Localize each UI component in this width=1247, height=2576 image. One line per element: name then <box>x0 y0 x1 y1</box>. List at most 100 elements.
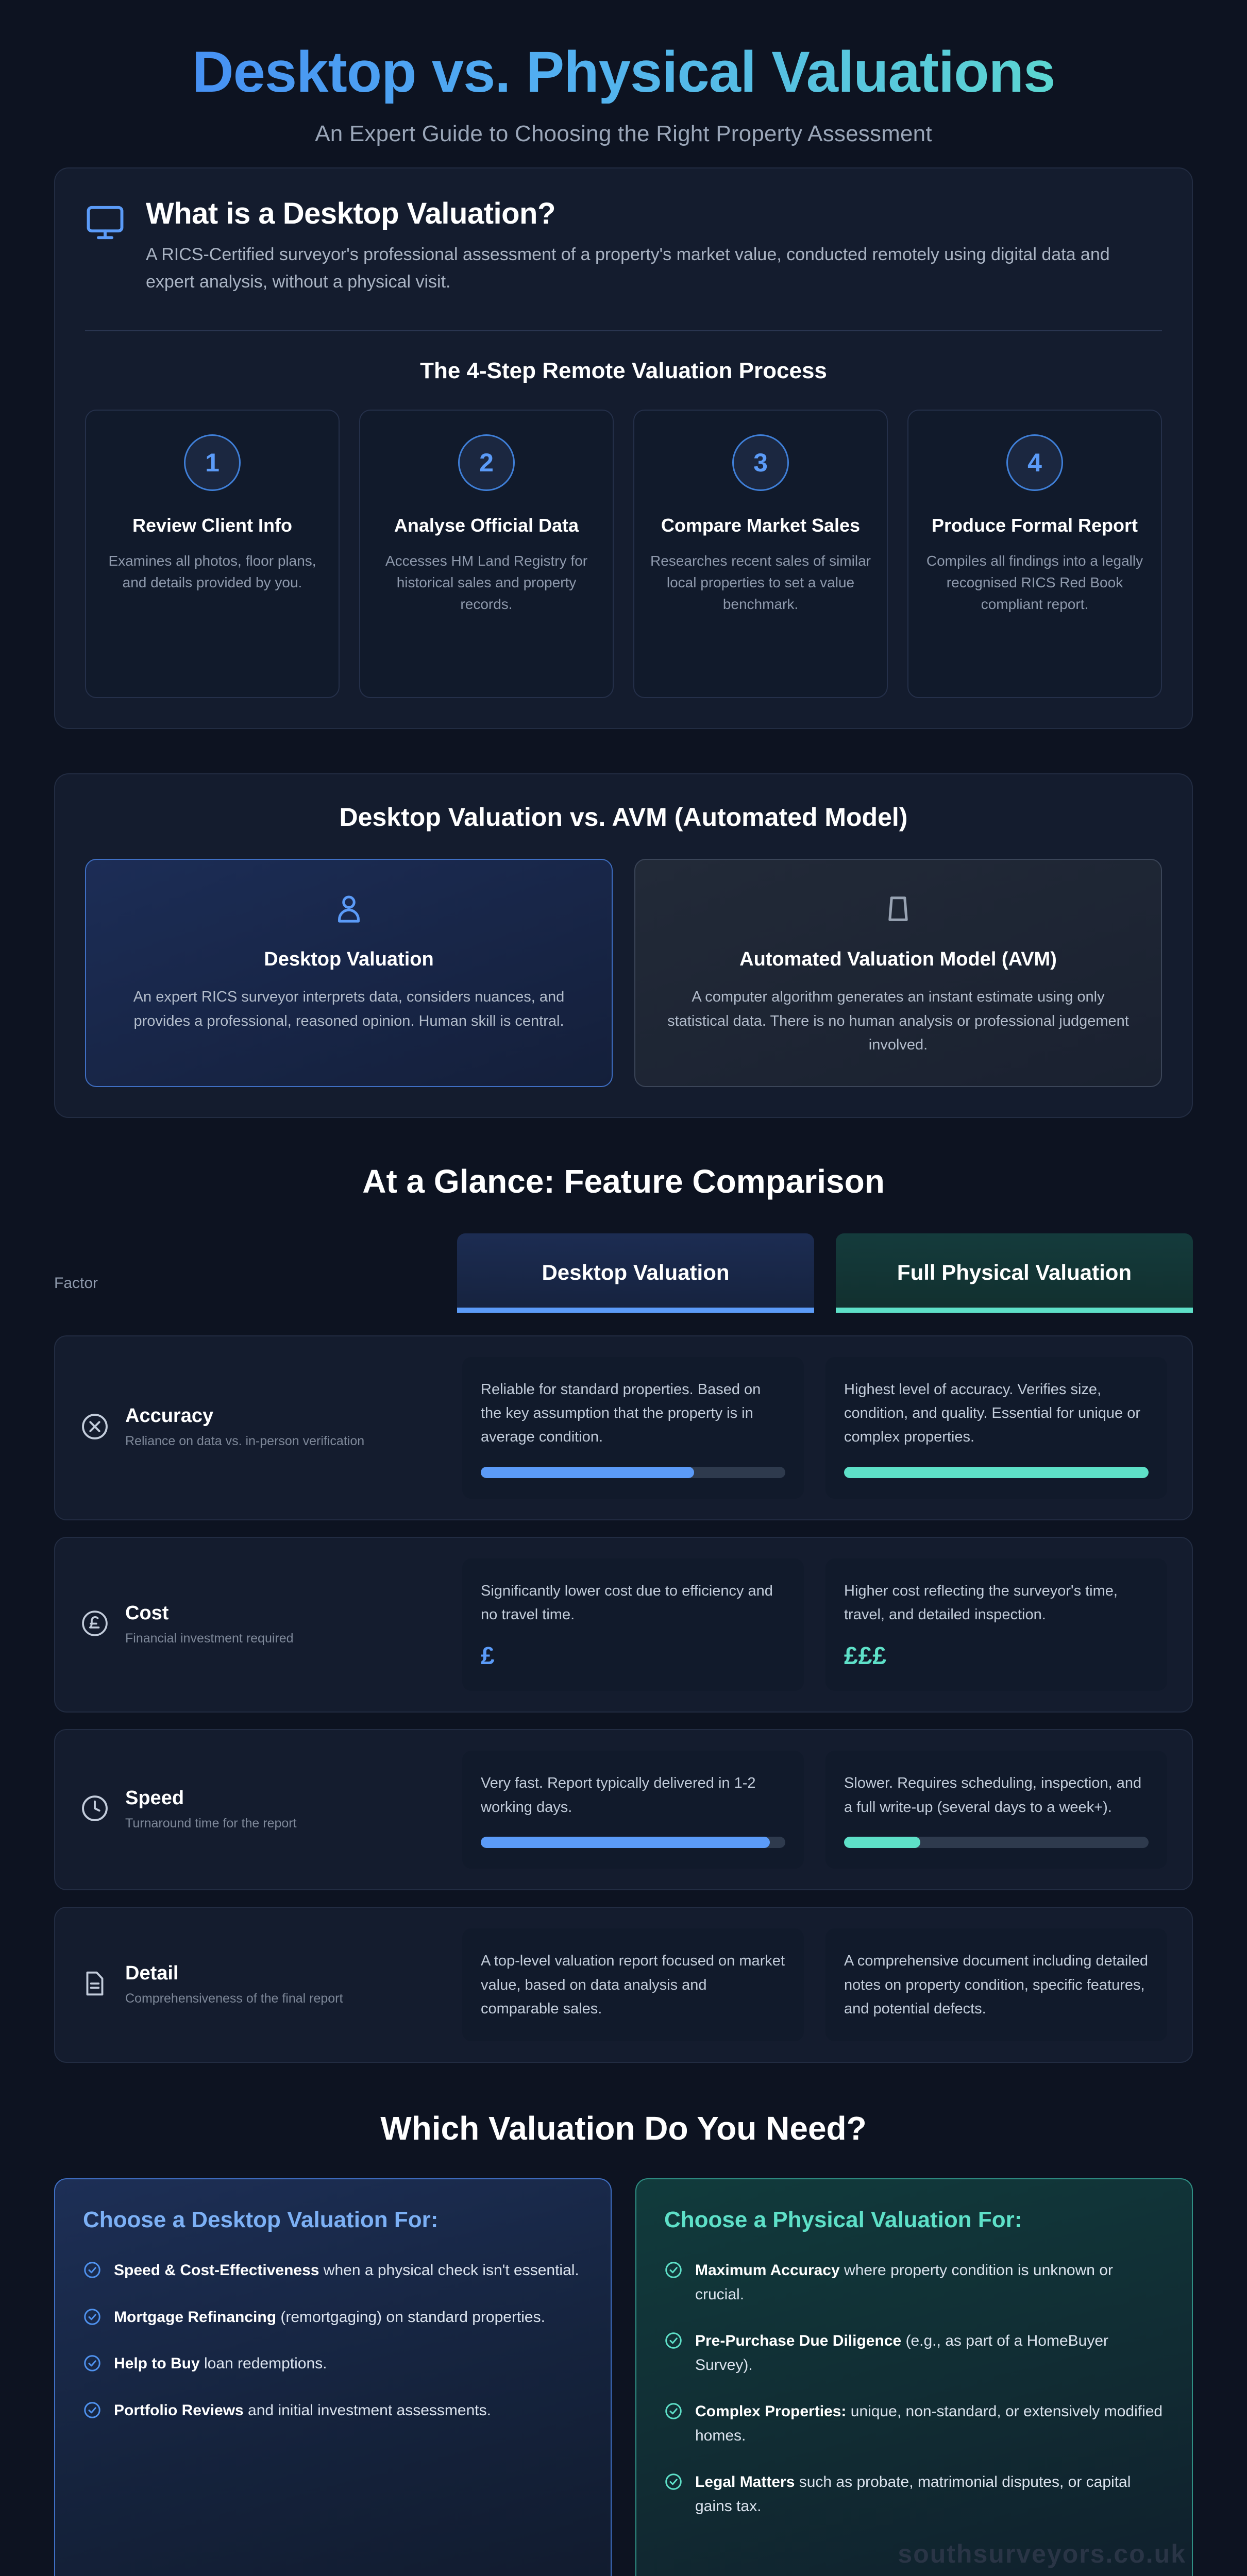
progress-bar-physical <box>844 1466 1149 1478</box>
check-circle-icon <box>664 2331 683 2352</box>
avm-card-name: Automated Valuation Model (AVM) <box>739 948 1057 971</box>
choose-desktop-list: Speed & Cost-Effectiveness when a physic… <box>83 2259 583 2422</box>
progress-bar-fill <box>481 1837 770 1849</box>
list-item-bold: Speed & Cost-Effectiveness <box>114 2262 319 2279</box>
whatis-title: What is a Desktop Valuation? <box>146 196 555 230</box>
list-item-bold: Help to Buy <box>114 2355 200 2372</box>
watermark: southsurveyors.co.uk <box>898 2539 1186 2569</box>
table-row: Cost Financial investment required Signi… <box>54 1536 1193 1713</box>
list-item-text: Mortgage Refinancing (remortgaging) on s… <box>114 2306 545 2330</box>
step-card: 4 Produce Formal Report Compiles all fin… <box>907 410 1162 699</box>
needs-section-title: Which Valuation Do You Need? <box>380 2110 867 2147</box>
comparison-section-title: At a Glance: Feature Comparison <box>362 1162 885 1200</box>
check-circle-icon <box>664 2402 683 2423</box>
check-circle-icon <box>664 2261 683 2282</box>
avm-card-name: Desktop Valuation <box>264 948 434 971</box>
list-item: Complex Properties: unique, non-standard… <box>664 2400 1164 2448</box>
check-circle-icon <box>83 2401 102 2422</box>
page-title: Desktop vs. Physical Valuations <box>54 41 1193 104</box>
list-item-rest: such as probate, matrimonial disputes, o… <box>695 2473 1131 2515</box>
divider <box>85 330 1162 332</box>
progress-bar-desktop <box>481 1837 785 1849</box>
step-description: Compiles all findings into a legally rec… <box>926 553 1143 613</box>
list-item-rest: loan redemptions. <box>199 2355 327 2372</box>
cell-desktop: Significantly lower cost due to efficien… <box>462 1558 804 1691</box>
process-title: The 4-Step Remote Valuation Process <box>420 358 827 384</box>
list-item: Speed & Cost-Effectiveness when a physic… <box>83 2259 583 2283</box>
cell-desktop: Very fast. Report typically delivered in… <box>462 1751 804 1869</box>
progress-bar-desktop <box>481 1466 785 1478</box>
step-title: Compare Market Sales <box>661 515 861 536</box>
table-row: Speed Turnaround time for the report Ver… <box>54 1729 1193 1891</box>
list-item-rest: (e.g., as part of a HomeBuyer Survey). <box>695 2332 1109 2374</box>
avm-card-description: A computer algorithm generates an instan… <box>667 989 1129 1054</box>
avm-title: Desktop Valuation vs. AVM (Automated Mod… <box>339 803 908 832</box>
factor-column-label: Factor <box>54 1274 98 1292</box>
list-item-rest: when a physical check isn't essential. <box>319 2262 579 2279</box>
progress-bar-physical <box>844 1837 1149 1849</box>
check-circle-icon <box>83 2308 102 2329</box>
list-item-bold: Complex Properties: <box>695 2403 847 2420</box>
list-item-rest: (remortgaging) on standard properties. <box>276 2308 545 2326</box>
choose-physical-card: Choose a Physical Valuation For: Maximum… <box>635 2178 1193 2576</box>
list-item-text: Portfolio Reviews and initial investment… <box>114 2399 491 2423</box>
cell-physical: Highest level of accuracy. Verifies size… <box>825 1357 1167 1499</box>
cell-text: Higher cost reflecting the surveyor's ti… <box>844 1582 1118 1623</box>
check-circle-icon <box>83 2261 102 2282</box>
factor-subtitle: Turnaround time for the report <box>125 1816 297 1831</box>
factor-subtitle: Financial investment required <box>125 1631 294 1646</box>
list-item-bold: Pre-Purchase Due Diligence <box>695 2332 902 2350</box>
step-title: Produce Formal Report <box>931 515 1138 536</box>
page-subtitle: An Expert Guide to Choosing the Right Pr… <box>315 121 932 146</box>
cell-text: A comprehensive document including detai… <box>844 1953 1149 2018</box>
process-steps: 1 Review Client Info Examines all photos… <box>85 410 1162 699</box>
person-icon <box>111 887 587 931</box>
cell-desktop: A top-level valuation report focused on … <box>462 1928 804 2042</box>
step-card: 2 Analyse Official Data Accesses HM Land… <box>359 410 614 699</box>
progress-bar-fill <box>481 1466 694 1478</box>
list-item: Mortgage Refinancing (remortgaging) on s… <box>83 2306 583 2330</box>
list-item: Portfolio Reviews and initial investment… <box>83 2399 583 2423</box>
cell-physical: Slower. Requires scheduling, inspection,… <box>825 1751 1167 1869</box>
cell-text: Slower. Requires scheduling, inspection,… <box>844 1775 1142 1816</box>
cell-text: A top-level valuation report focused on … <box>481 1953 785 2018</box>
step-number-badge: 4 <box>1006 434 1063 492</box>
step-title: Analyse Official Data <box>394 515 579 536</box>
step-card: 1 Review Client Info Examines all photos… <box>85 410 340 699</box>
list-item-bold: Mortgage Refinancing <box>114 2308 277 2326</box>
factor-name: Cost <box>125 1602 169 1624</box>
factor-name: Detail <box>125 1962 179 1984</box>
step-number-badge: 3 <box>732 434 789 492</box>
list-item-text: Speed & Cost-Effectiveness when a physic… <box>114 2259 579 2283</box>
column-header-desktop-valuation: Desktop Valuation <box>457 1233 814 1313</box>
check-circle-icon <box>664 2472 683 2494</box>
list-item-text: Pre-Purchase Due Diligence (e.g., as par… <box>695 2329 1164 2377</box>
list-item-bold: Portfolio Reviews <box>114 2401 244 2419</box>
x-circle-icon <box>80 1412 110 1444</box>
list-item-text: Help to Buy loan redemptions. <box>114 2352 327 2376</box>
what-is-desktop-valuation-panel: What is a Desktop Valuation? A RICS-Cert… <box>54 167 1193 730</box>
pound-circle-icon <box>80 1608 110 1641</box>
cell-text: Highest level of accuracy. Verifies size… <box>844 1381 1140 1446</box>
list-item-text: Legal Matters such as probate, matrimoni… <box>695 2470 1164 2518</box>
avm-card-desktop-valuation: Desktop Valuation An expert RICS surveyo… <box>85 859 613 1087</box>
factor-name: Accuracy <box>125 1405 214 1427</box>
step-description: Accesses HM Land Registry for historical… <box>385 553 588 613</box>
cost-indicator-desktop: £ <box>481 1642 495 1670</box>
cell-physical: Higher cost reflecting the surveyor's ti… <box>825 1558 1167 1691</box>
choose-desktop-card: Choose a Desktop Valuation For: Speed & … <box>54 2178 612 2576</box>
factor-subtitle: Reliance on data vs. in-person verificat… <box>125 1434 365 1449</box>
cell-text: Significantly lower cost due to efficien… <box>481 1582 773 1623</box>
step-number-badge: 1 <box>184 434 241 492</box>
step-card: 3 Compare Market Sales Researches recent… <box>633 410 888 699</box>
avm-card-description: An expert RICS surveyor interprets data,… <box>133 989 565 1029</box>
step-description: Researches recent sales of similar local… <box>650 553 871 613</box>
monitor-icon <box>85 202 125 245</box>
step-title: Review Client Info <box>132 515 293 536</box>
table-row: Detail Comprehensiveness of the final re… <box>54 1907 1193 2063</box>
list-item-bold: Legal Matters <box>695 2473 795 2491</box>
cell-physical: A comprehensive document including detai… <box>825 1928 1167 2042</box>
choose-physical-list: Maximum Accuracy where property conditio… <box>664 2259 1164 2518</box>
factor-subtitle: Comprehensiveness of the final report <box>125 1991 343 2006</box>
